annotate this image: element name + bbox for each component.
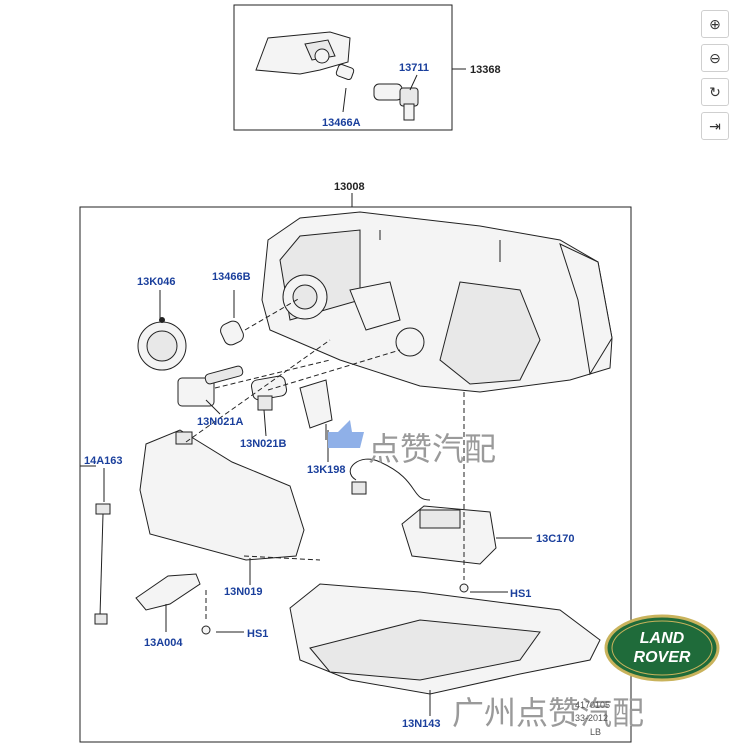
fit-icon: ⇥: [709, 117, 721, 134]
label-hs1-b: HS1: [247, 628, 268, 640]
rotate-icon: ↻: [709, 83, 721, 100]
side-repeater-lamp: [255, 31, 351, 75]
logo-line-2: ROVER: [634, 649, 691, 666]
viewer-toolbar: ⊕ ⊖ ↻ ⇥: [701, 10, 729, 146]
land-rover-logo: LAND ROVER: [604, 614, 720, 682]
ballast-13C170: [401, 505, 497, 565]
label-13N143: 13N143: [402, 718, 441, 730]
label-hs1-a: HS1: [510, 588, 531, 600]
harness-14A163: [94, 503, 111, 625]
footer-ref-2: 33-2012: [575, 713, 609, 723]
inset-box: [233, 4, 453, 131]
undershield-13N143: [289, 583, 601, 695]
footer-ref-1: 4170105: [575, 700, 611, 710]
label-13368: 13368: [470, 64, 501, 76]
zoom-in-button[interactable]: ⊕: [701, 10, 729, 38]
fit-button[interactable]: ⇥: [701, 112, 729, 140]
bulb-13N021B: [250, 375, 288, 411]
footer-ref-3: LB: [590, 727, 602, 737]
side-bulb-13466A: [335, 63, 355, 81]
label-13A004: 13A004: [144, 637, 183, 649]
label-13K198: 13K198: [307, 464, 346, 476]
label-13466B: 13466B: [212, 271, 251, 283]
dash-lines: [185, 297, 465, 620]
label-13K046: 13K046: [137, 276, 176, 288]
harness-wire: [349, 458, 431, 501]
zoom-in-icon: ⊕: [709, 15, 721, 32]
rotate-button[interactable]: ↻: [701, 78, 729, 106]
cover-13K046: [137, 317, 187, 371]
label-14A163: 14A163: [84, 455, 123, 467]
watermark-bottom: 广州点赞汽配: [452, 694, 644, 732]
zoom-out-button[interactable]: ⊖: [701, 44, 729, 72]
bulb-13N021A: [177, 365, 244, 407]
bulb-13466B: [220, 320, 244, 346]
module-13K198: [299, 379, 333, 440]
screw-hs1-b: [201, 625, 211, 635]
label-13C170: 13C170: [536, 533, 575, 545]
label-13N021A: 13N021A: [197, 416, 244, 428]
label-13N019: 13N019: [224, 586, 263, 598]
bulb-holder-13711: [373, 83, 419, 121]
main-box: [79, 206, 632, 743]
back-cover-13N019: [139, 429, 305, 561]
zoom-out-icon: ⊖: [709, 49, 721, 66]
thumbs-up-watermark-icon: [328, 420, 364, 448]
bracket-13A004: [135, 573, 201, 611]
label-13466A: 13466A: [322, 117, 361, 129]
logo-line-1: LAND: [640, 630, 685, 647]
label-13711: 13711: [399, 62, 429, 74]
screw-hs1-a: [459, 583, 469, 593]
watermark-top: 点赞汽配: [368, 430, 496, 468]
label-13008: 13008: [334, 181, 365, 193]
headlamp-assembly: [261, 211, 613, 393]
label-13N021B: 13N021B: [240, 438, 287, 450]
